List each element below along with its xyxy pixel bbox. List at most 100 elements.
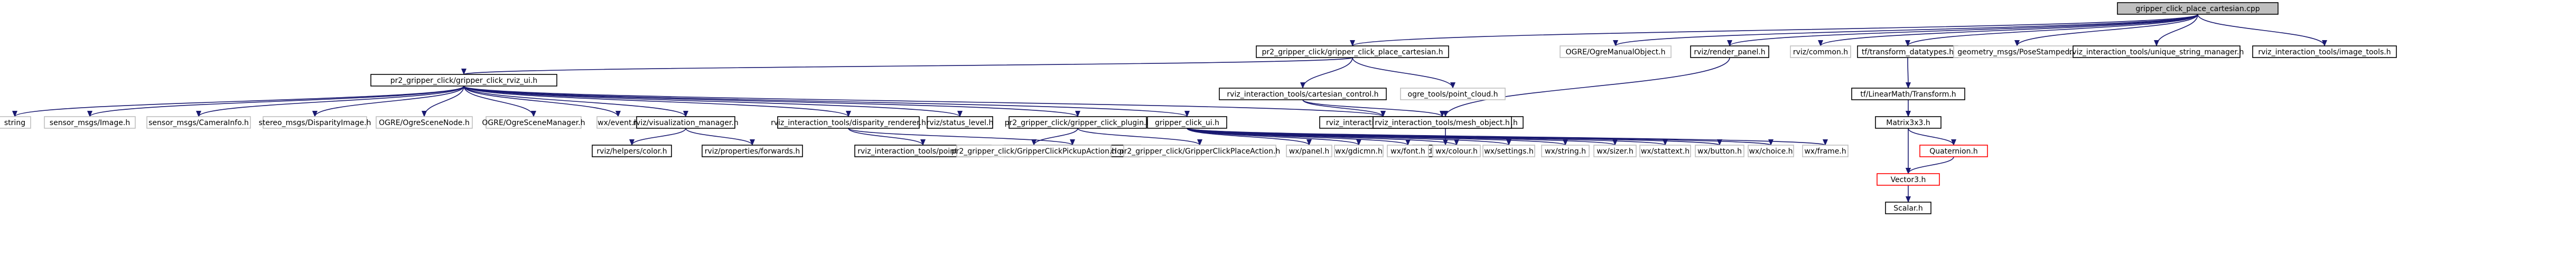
- node-box: [44, 116, 136, 129]
- edge-path: [2197, 14, 2327, 46]
- edge-path: [1613, 14, 2198, 46]
- node-label: wx/button.h: [1697, 147, 1742, 156]
- dependency-edge-rvizui-to-scenemgr: [463, 86, 536, 117]
- node-pr2-gripper-click-gripper-click-plugin-h[interactable]: pr2_gripper_click/gripper_click_plugin.h: [1005, 116, 1151, 129]
- dependency-edge-plugin-to-pickup: [1031, 128, 1078, 146]
- node-rviz-properties-forwards-h[interactable]: rviz/properties/forwards.h: [702, 145, 803, 157]
- node-pr2-gripper-click-gripperclickpickupaction-h: pr2_gripper_click/GripperClickPickupActi…: [951, 145, 1116, 157]
- node-wx-colour-h: wx/colour.h: [1432, 145, 1481, 157]
- node-tf-transform-datatypes-h[interactable]: tf/transform_datatypes.h: [1857, 45, 1958, 58]
- node-rviz-interaction-tools-cartesian-control-h[interactable]: rviz_interaction_tools/cartesian_control…: [1219, 88, 1387, 100]
- node-box: [777, 116, 920, 129]
- node-scalar-h[interactable]: Scalar.h: [1885, 202, 1931, 214]
- dependency-edge-pr2cart-to-cartctl: [1300, 57, 1353, 89]
- node-box: [1875, 116, 1942, 129]
- node-wx-sizer-h: wx/sizer.h: [1593, 145, 1637, 157]
- node-pr2-gripper-click-gripper-click-rviz-ui-h[interactable]: pr2_gripper_click/gripper_click_rviz_ui.…: [370, 74, 557, 87]
- edge-path: [1443, 57, 1730, 117]
- node-box: [927, 116, 993, 129]
- node-label: gripper_click_place_cartesian.cpp: [2135, 5, 2260, 13]
- node-label: string: [4, 119, 25, 127]
- dependency-edge-rvizui-to-gcui: [463, 86, 1190, 117]
- dependency-edge-rvizui-to-rvgripper: [463, 86, 1386, 117]
- node-tf-linearmath-transform-h[interactable]: tf/LinearMath/Transform.h: [1851, 88, 1965, 100]
- node-label: wx/panel.h: [1289, 147, 1330, 156]
- dependency-edge-rvizui-to-image: [87, 86, 464, 117]
- node-pr2-gripper-click-gripper-click-place-cartesian-h[interactable]: pr2_gripper_click/gripper_click_place_ca…: [1256, 45, 1449, 58]
- node-rviz-helpers-color-h[interactable]: rviz/helpers/color.h: [592, 145, 672, 157]
- node-rviz-interaction-tools-disparity-renderer-h[interactable]: rviz_interaction_tools/disparity_rendere…: [771, 116, 926, 129]
- node-box: [1851, 88, 1965, 100]
- node-label: pr2_gripper_click/gripper_click_plugin.h: [1005, 119, 1151, 127]
- edge-path: [463, 86, 621, 117]
- node-box: [1400, 88, 1506, 100]
- dependency-edge-vismgr-to-color: [629, 128, 686, 146]
- node-stereo-msgs-disparityimage-h: stereo_msgs/DisparityImage.h: [259, 116, 371, 129]
- node-rviz-status-level-h[interactable]: rviz/status_level.h: [927, 116, 994, 129]
- dependency-edge-gcui-to-wxframe: [1187, 128, 1828, 146]
- node-box: [1748, 145, 1794, 157]
- node-label: wx/frame.h: [1804, 147, 1846, 156]
- node-box: [1123, 145, 1276, 157]
- edge-path: [463, 86, 1190, 117]
- node-label: sensor_msgs/CameraInfo.h: [148, 119, 249, 127]
- node-label: pr2_gripper_click/gripper_click_rviz_ui.…: [390, 77, 538, 85]
- node-box: [1790, 45, 1851, 58]
- node-label: pr2_gripper_click/GripperClickPlaceActio…: [1119, 147, 1281, 156]
- node-label: wx/stattext.h: [1641, 147, 1690, 156]
- edge-path: [1077, 128, 1202, 146]
- node-label: rviz_interaction_tools/image_tools.h: [2258, 48, 2391, 56]
- dependency-edge-plugin-to-place: [1077, 128, 1202, 146]
- node-rviz-interaction-tools-unique-string-manager-h[interactable]: rviz_interaction_tools/unique_string_man…: [2069, 45, 2244, 58]
- node-label: sensor_msgs/Image.h: [50, 119, 130, 127]
- node-label: wx/settings.h: [1484, 147, 1534, 156]
- node-label: rviz/render_panel.h: [1694, 48, 1765, 56]
- node-gripper-click-ui-h[interactable]: gripper_click_ui.h: [1147, 116, 1227, 129]
- dependency-edge-root-to-pr2cart: [1350, 14, 2198, 46]
- node-box: [486, 116, 582, 129]
- node-rviz-render-panel-h[interactable]: rviz/render_panel.h: [1690, 45, 1769, 58]
- node-label: wx/colour.h: [1435, 147, 1478, 156]
- node-ogre-tools-point-cloud-h: ogre_tools/point_cloud.h: [1400, 88, 1506, 100]
- edge-path: [87, 86, 464, 117]
- dependency-edge-root-to-manual: [1613, 14, 2198, 46]
- dependency-edge-disprend-to-pcloudB: [848, 128, 1075, 146]
- node-matrix3x3-h[interactable]: Matrix3x3.h: [1875, 116, 1942, 129]
- node-box: [1560, 45, 1672, 58]
- node-label: wx/sizer.h: [1597, 147, 1633, 156]
- edge-path: [1818, 14, 2198, 46]
- node-pr2-gripper-click-gripperclickplaceaction-h: pr2_gripper_click/GripperClickPlaceActio…: [1119, 145, 1281, 157]
- node-wx-stattext-h: wx/stattext.h: [1639, 145, 1691, 157]
- node-sensor-msgs-image-h: sensor_msgs/Image.h: [44, 116, 136, 129]
- node-box: [1147, 116, 1227, 129]
- dependency-edge-root-to-common: [1818, 14, 2198, 46]
- node-box: [1373, 116, 1512, 129]
- edge-path: [1302, 99, 1445, 117]
- edge-path: [422, 86, 464, 117]
- node-label: OGRE/OgreSceneManager.h: [482, 119, 585, 127]
- node-rviz-interaction-tools-mesh-object-h[interactable]: rviz_interaction_tools/mesh_object.h: [1373, 116, 1512, 129]
- node-rviz-visualization-manager-h[interactable]: rviz/visualization_manager.h: [633, 116, 739, 129]
- node-label: rviz_interaction_tools/point_cloud.h: [857, 147, 988, 156]
- node-box: [1593, 145, 1637, 157]
- node-ogre-ogremanualobject-h: OGRE/OgreManualObject.h: [1560, 45, 1672, 58]
- node-wx-font-h: wx/font.h: [1387, 145, 1429, 157]
- node-label: Matrix3x3.h: [1886, 119, 1930, 127]
- edge-path: [1187, 128, 1312, 146]
- node-label: rviz/status_level.h: [927, 119, 994, 127]
- node-box: [1432, 145, 1481, 157]
- dependency-edge-cartctl-to-rvgripper: [1302, 99, 1386, 117]
- node-label: rviz/visualization_manager.h: [633, 119, 738, 127]
- node-rviz-interaction-tools-image-tools-h[interactable]: rviz_interaction_tools/image_tools.h: [2252, 45, 2397, 58]
- node-box: [1482, 145, 1535, 157]
- dependency-edge-pr2cart-to-rvizui: [462, 57, 1353, 75]
- node-quaternion-h[interactable]: Quaternion.h: [1919, 145, 1988, 157]
- node-label: Quaternion.h: [1929, 147, 1978, 156]
- node-label: rviz_interaction_tools/unique_string_man…: [2069, 48, 2244, 56]
- node-vector3-h[interactable]: Vector3.h: [1877, 173, 1940, 186]
- edge-path: [463, 86, 1080, 117]
- node-wx-gdicmn-h: wx/gdicmn.h: [1334, 145, 1384, 157]
- node-gripper-click-place-cartesian-cpp[interactable]: gripper_click_place_cartesian.cpp: [2117, 2, 2279, 15]
- edge-path: [196, 86, 464, 117]
- node-wx-string-h: wx/string.h: [1541, 145, 1590, 157]
